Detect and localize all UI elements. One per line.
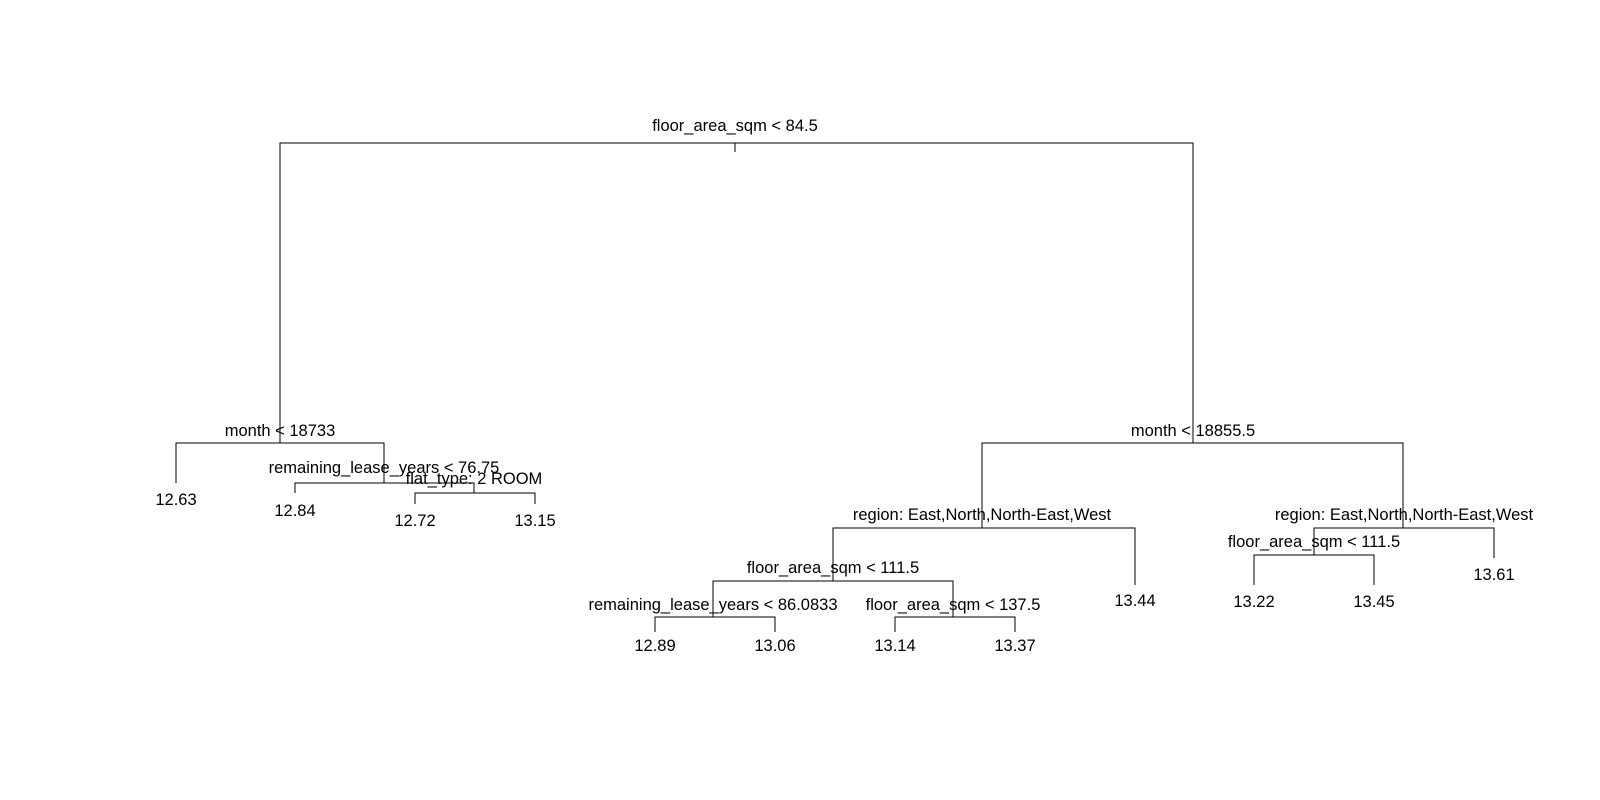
tree-branch [712, 580, 954, 617]
leaf-value: 13.45 [1353, 593, 1394, 611]
split-label-month-18733: month < 18733 [225, 422, 336, 440]
tree-branch [894, 616, 1016, 632]
split-label-region-left: region: East,North,North-East,West [853, 506, 1112, 524]
tree-branch [175, 442, 385, 483]
split-label-floor-area-111-5-left: floor_area_sqm < 111.5 [747, 559, 919, 577]
tree-branch [294, 482, 475, 493]
tree-branch [1313, 527, 1495, 558]
leaf-value: 13.06 [754, 637, 795, 655]
split-label-floor-area-111-5-right: floor_area_sqm < 111.5 [1228, 533, 1400, 551]
split-label-region-right: region: East,North,North-East,West [1275, 506, 1534, 524]
leaf-value: 13.61 [1473, 566, 1514, 584]
tree-branch [279, 142, 1194, 443]
split-label-floor-area-84-5: floor_area_sqm < 84.5 [652, 117, 818, 135]
tree-branches [175, 142, 1495, 632]
leaf-value: 12.63 [155, 491, 196, 509]
leaf-value: 13.44 [1114, 592, 1155, 610]
leaf-value: 13.37 [994, 637, 1035, 655]
split-label-floor-area-137-5: floor_area_sqm < 137.5 [866, 596, 1041, 614]
tree-branch [981, 442, 1404, 528]
tree-labels: floor_area_sqm < 84.5 month < 18733 mont… [155, 117, 1533, 655]
leaf-value: 13.22 [1233, 593, 1274, 611]
tree-branch [1253, 554, 1375, 585]
leaf-value: 12.89 [634, 637, 675, 655]
leaf-value: 13.14 [874, 637, 915, 655]
leaf-value: 12.84 [274, 502, 315, 520]
split-label-flat-type-2-room: flat_type: 2 ROOM [406, 470, 543, 488]
leaf-value: 12.72 [394, 512, 435, 530]
split-label-remaining-lease-86-0833: remaining_lease_years < 86.0833 [588, 596, 837, 614]
leaf-value: 13.15 [514, 512, 555, 530]
tree-branch [654, 616, 776, 632]
tree-branch [414, 492, 536, 504]
split-label-remaining-lease-76-75: remaining_lease_years < 76.75 [269, 459, 500, 477]
tree-branch [832, 527, 1136, 585]
split-label-month-18855-5: month < 18855.5 [1131, 422, 1255, 440]
